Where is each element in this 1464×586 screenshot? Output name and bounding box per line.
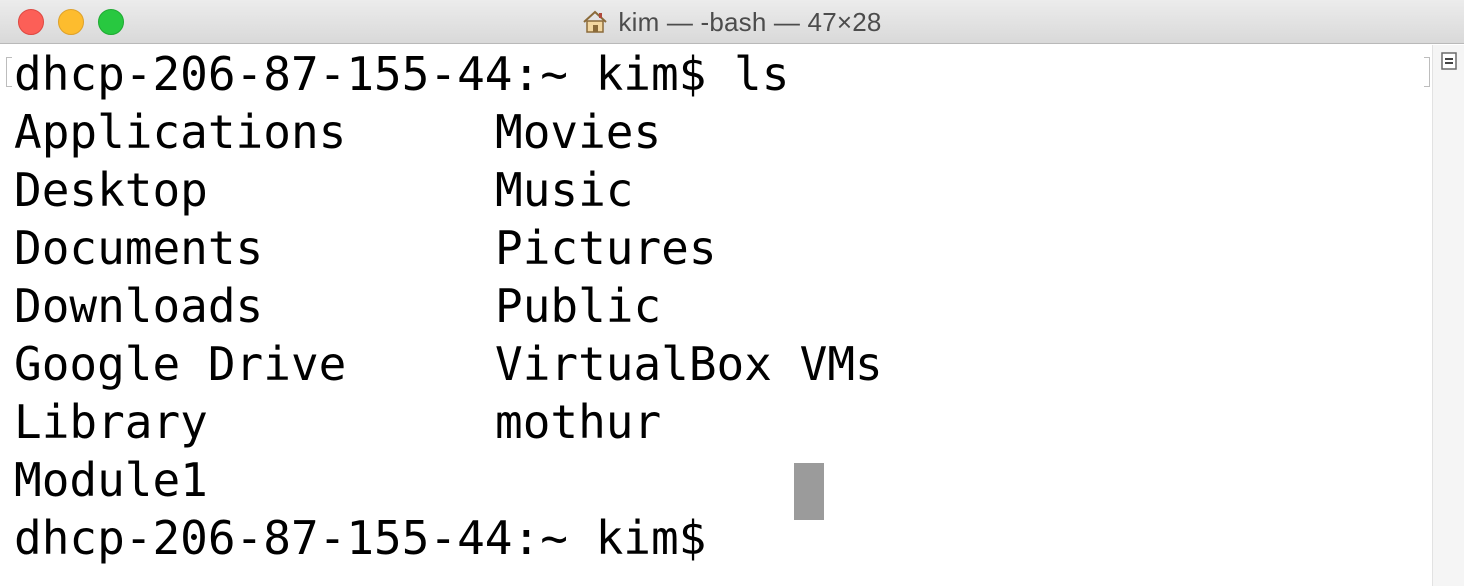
current-prompt: dhcp-206-87-155-44:~ kim$ xyxy=(14,511,707,565)
mark-bracket-left xyxy=(6,57,12,87)
listing-item: Pictures xyxy=(495,221,717,275)
terminal-output-area[interactable]: dhcp-206-87-155-44:~ kim$ ls Application… xyxy=(0,45,1432,586)
mark-bracket-right xyxy=(1424,57,1430,87)
listing-item: mothur xyxy=(495,395,662,449)
text-cursor xyxy=(794,463,824,520)
listing-item: Desktop xyxy=(14,163,208,217)
listing-item: Library xyxy=(14,395,208,449)
listing-item: Documents xyxy=(14,221,264,275)
scrollbar-gutter[interactable] xyxy=(1432,45,1464,586)
listing-item: Applications xyxy=(14,105,347,159)
listing-item: Module1 xyxy=(14,453,208,507)
listing-item: Downloads xyxy=(14,279,264,333)
command-line: dhcp-206-87-155-44:~ kim$ ls xyxy=(14,47,790,101)
listing-item: Google Drive xyxy=(14,337,347,391)
listing-item: VirtualBox VMs xyxy=(495,337,883,391)
home-icon xyxy=(583,10,608,33)
listing-item: Movies xyxy=(495,105,662,159)
listing-item: Music xyxy=(495,163,634,217)
minimize-window-button[interactable] xyxy=(58,9,84,35)
window-titlebar: kim — -bash — 47×28 xyxy=(0,0,1464,44)
listing-item: Public xyxy=(495,279,662,333)
close-window-button[interactable] xyxy=(18,9,44,35)
zoom-window-button[interactable] xyxy=(98,9,124,35)
split-pane-icon[interactable] xyxy=(1441,52,1457,70)
window-title-text: kim — -bash — 47×28 xyxy=(618,6,882,37)
window-title: kim — -bash — 47×28 xyxy=(0,0,1464,44)
